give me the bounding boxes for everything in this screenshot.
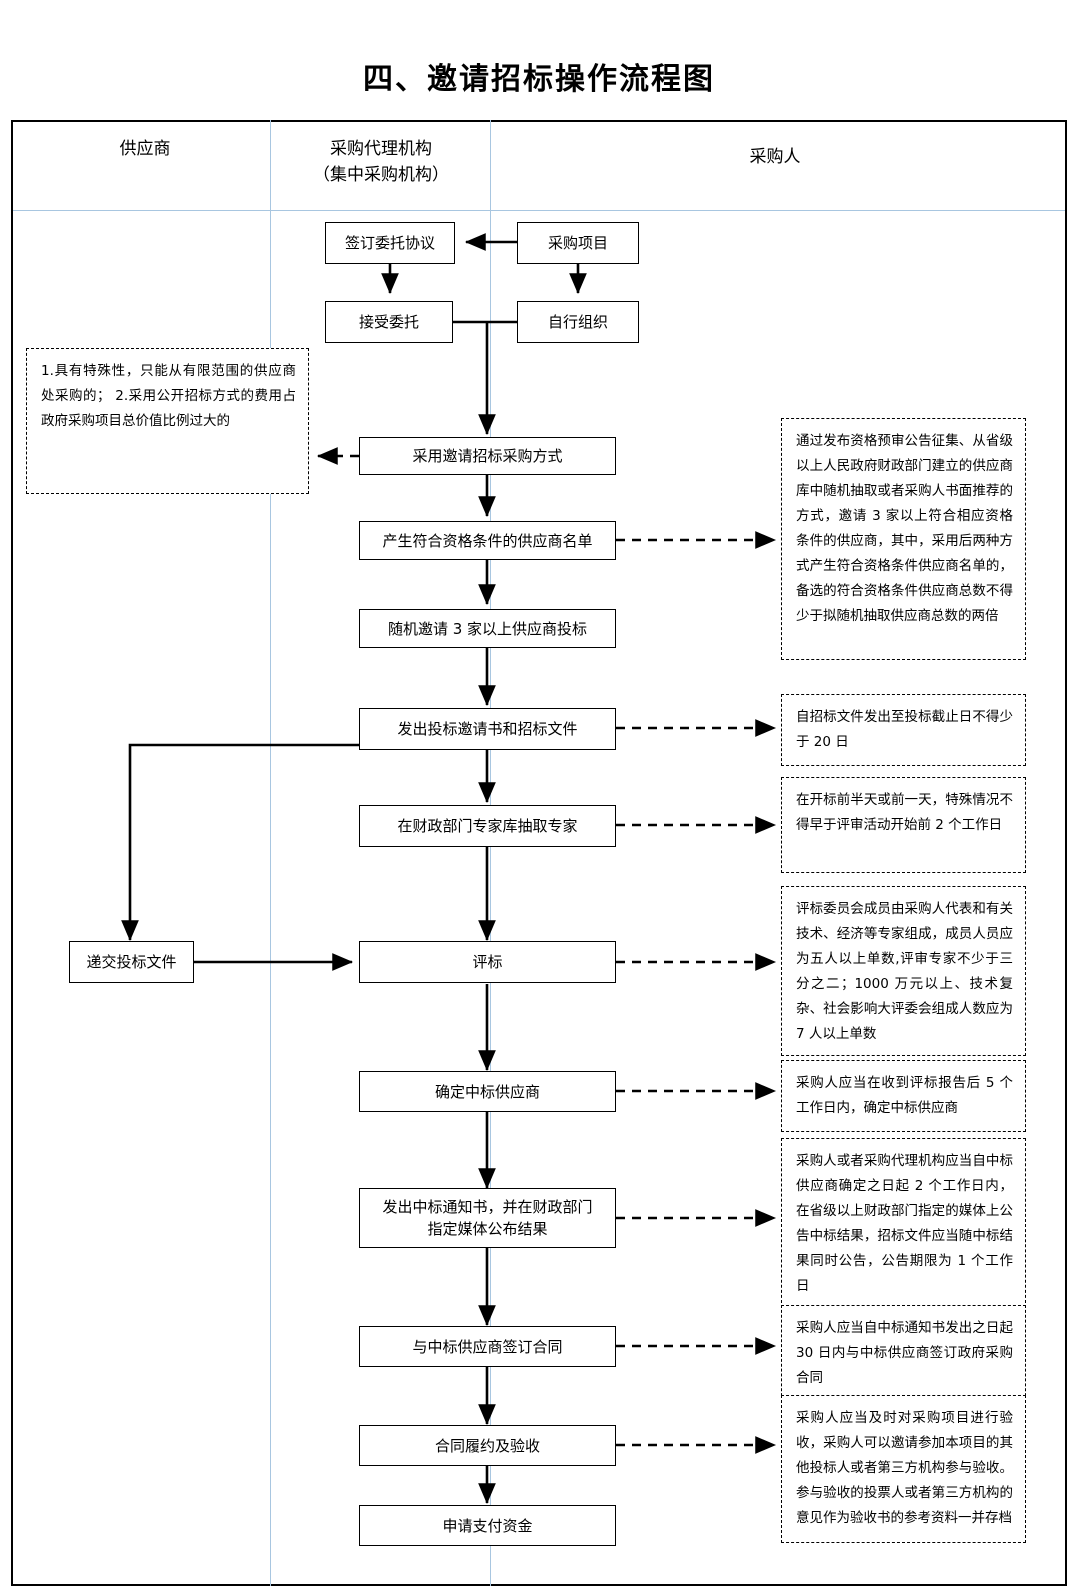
column-header-agency-line1: 采购代理机构 <box>330 139 432 159</box>
box-procurement-project[interactable]: 采购项目 <box>517 222 639 264</box>
column-header-agency: 采购代理机构 （集中采购机构） <box>275 136 487 188</box>
box-determine-winning-supplier[interactable]: 确定中标供应商 <box>359 1071 616 1112</box>
box-sign-contract[interactable]: 与中标供应商签订合同 <box>359 1326 616 1367</box>
box-label: 合同履约及验收 <box>434 1436 540 1455</box>
box-label: 自行组织 <box>547 313 608 331</box>
box-label-line2: 指定媒体公布结果 <box>427 1220 548 1238</box>
note-evaluation-committee: 评标委员会成员由采购人代表和有关技术、经济等专家组成，成员人员应为五人以上单数,… <box>781 886 1026 1056</box>
column-header-purchaser: 采购人 <box>749 147 801 167</box>
box-contract-performance-acceptance[interactable]: 合同履约及验收 <box>359 1425 616 1466</box>
box-label: 采购项目 <box>547 234 608 252</box>
box-bid-evaluation[interactable]: 评标 <box>359 941 616 983</box>
box-accept-entrust[interactable]: 接受委托 <box>325 301 453 343</box>
note-expert-drawing-time: 在开标前半天或前一天，特殊情况不得早于评审活动开始前 2 个工作日 <box>781 777 1026 873</box>
column-divider-1 <box>270 120 271 1586</box>
box-apply-payment[interactable]: 申请支付资金 <box>359 1505 616 1546</box>
box-generate-qualified-supplier-list[interactable]: 产生符合资格条件的供应商名单 <box>359 521 616 560</box>
box-label: 确定中标供应商 <box>434 1082 540 1101</box>
note-acceptance: 采购人应当及时对采购项目进行验收，采购人可以邀请参加本项目的其他投标人或者第三方… <box>781 1395 1026 1543</box>
box-sign-entrust-agreement[interactable]: 签订委托协议 <box>325 222 455 264</box>
header-underline <box>13 210 1065 211</box>
box-label: 在财政部门专家库抽取专家 <box>397 817 578 835</box>
column-header-agency-line2: （集中采购机构） <box>313 165 449 185</box>
box-self-organize[interactable]: 自行组织 <box>517 301 639 343</box>
note-contract-signing-days: 采购人应当自中标通知书发出之日起 30 日内与中标供应商签订政府采购合同 <box>781 1305 1026 1401</box>
page-title: 四、邀请招标操作流程图 <box>363 62 715 97</box>
note-invited-bidding-conditions: 1.具有特殊性，只能从有限范围的供应商处采购的； 2.采用公开招标方式的费用占政… <box>26 348 309 494</box>
column-divider-2 <box>490 120 491 1586</box>
box-label: 接受委托 <box>358 313 419 331</box>
box-label: 发出投标邀请书和招标文件 <box>397 720 578 738</box>
box-label: 与中标供应商签订合同 <box>412 1337 563 1356</box>
note-supplier-list: 通过发布资格预审公告征集、从省级以上人民政府财政部门建立的供应商库中随机抽取或者… <box>781 418 1026 660</box>
box-randomly-invite-three-suppliers[interactable]: 随机邀请 3 家以上供应商投标 <box>359 609 616 648</box>
note-announce-result: 采购人或者采购代理机构应当自中标供应商确定之日起 2 个工作日内，在省级以上财政… <box>781 1138 1026 1308</box>
box-label: 评标 <box>472 953 503 971</box>
box-issue-award-notice[interactable]: 发出中标通知书，并在财政部门 指定媒体公布结果 <box>359 1188 616 1248</box>
box-use-invited-bidding[interactable]: 采用邀请招标采购方式 <box>359 437 616 475</box>
note-bid-deadline: 自招标文件发出至投标截止日不得少于 20 日 <box>781 694 1026 766</box>
box-submit-bid-documents[interactable]: 递交投标文件 <box>69 941 194 983</box>
box-draw-experts[interactable]: 在财政部门专家库抽取专家 <box>359 805 616 847</box>
box-label-line1: 发出中标通知书，并在财政部门 <box>382 1198 593 1216</box>
column-header-supplier: 供应商 <box>119 139 171 159</box>
box-issue-invitation-and-documents[interactable]: 发出投标邀请书和招标文件 <box>359 708 616 750</box>
box-label: 签订委托协议 <box>344 234 435 252</box>
box-label: 申请支付资金 <box>442 1516 533 1535</box>
chart-frame <box>11 120 1067 1586</box>
box-label: 产生符合资格条件的供应商名单 <box>382 531 593 550</box>
box-label: 采用邀请招标采购方式 <box>412 447 563 465</box>
box-label: 递交投标文件 <box>86 953 177 971</box>
note-determine-winner-days: 采购人应当在收到评标报告后 5 个工作日内，确定中标供应商 <box>781 1060 1026 1132</box>
box-label: 随机邀请 3 家以上供应商投标 <box>387 619 588 638</box>
